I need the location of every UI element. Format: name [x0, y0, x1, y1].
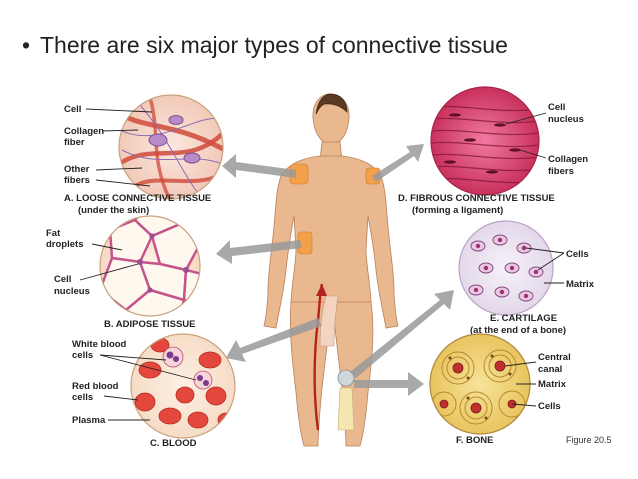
- arrow-to-bone: [354, 372, 424, 396]
- blood-tissue: White blood cells Red blood cells Plasma…: [72, 333, 236, 449]
- arrow-to-blood: [226, 318, 322, 362]
- label-other-fibers-line1: Other: [64, 164, 90, 175]
- fibrous-leader-lines: [505, 112, 547, 159]
- label-red-blood-cells-line1: Red blood: [72, 381, 119, 392]
- arrow-to-loose: [222, 154, 296, 178]
- label-cartilage-matrix: Matrix: [566, 279, 595, 290]
- caption-bone: F. BONE: [456, 435, 493, 446]
- caption-fibrous-line2: (forming a ligament): [412, 205, 503, 216]
- caption-cartilage-line2: (at the end of a bone): [470, 325, 566, 336]
- label-collagen-fiber-line2: fiber: [64, 137, 85, 148]
- cartilage-tissue: Cells Matrix E. CARTILAGE (at the end of…: [458, 220, 595, 336]
- label-fibrous-collagen-line2: fibers: [548, 166, 574, 177]
- caption-blood: C. BLOOD: [150, 438, 197, 449]
- label-white-blood-cells-line2: cells: [72, 350, 93, 361]
- knee-joint: [337, 369, 355, 387]
- caption-fibrous-line1: D. FIBROUS CONNECTIVE TISSUE: [398, 193, 555, 204]
- bullet-dot-icon: •: [22, 32, 31, 58]
- label-cell: Cell: [64, 104, 81, 115]
- bullet-text: There are six major types of connective …: [40, 32, 508, 58]
- tissue-arrows: [216, 144, 454, 396]
- arrow-to-cartilage: [350, 290, 454, 378]
- caption-loose-line1: A. LOOSE CONNECTIVE TISSUE: [64, 193, 211, 204]
- label-fibrous-nucleus-line1: Cell: [548, 102, 565, 113]
- caption-cartilage-line1: E. CARTILAGE: [490, 313, 557, 324]
- bone-tissue: Central canal Matrix Cells F. BONE: [429, 333, 571, 446]
- label-other-fibers-line2: fibers: [64, 175, 90, 186]
- label-bone-cells: Cells: [538, 401, 561, 412]
- label-central-canal-line1: Central: [538, 352, 571, 363]
- adipose-leader-lines: [79, 243, 139, 281]
- figure-reference: Figure 20.5: [566, 435, 612, 445]
- label-red-blood-cells-line2: cells: [72, 392, 93, 403]
- blood-leader-lines: [99, 354, 197, 421]
- label-fibrous-nucleus-line2: nucleus: [548, 114, 584, 125]
- arrow-to-fibrous: [372, 144, 424, 182]
- adipose-tissue: Fat droplets Cell nucleus B. ADIPOSE TIS…: [46, 215, 201, 330]
- loose-connective-tissue: Cell Collagen fiber Other fibers A. LOOS…: [64, 94, 224, 216]
- label-plasma: Plasma: [72, 415, 106, 426]
- loose-leader-lines: [85, 108, 153, 187]
- label-collagen-fiber-line1: Collagen: [64, 126, 104, 137]
- label-central-canal-line2: canal: [538, 364, 562, 375]
- caption-adipose: B. ADIPOSE TISSUE: [104, 319, 196, 330]
- label-adipose-nucleus-line1: Cell: [54, 274, 71, 285]
- caption-loose-line2: (under the skin): [78, 205, 149, 216]
- fibrous-connective-tissue: Cell nucleus Collagen fibers D. FIBROUS …: [398, 86, 588, 216]
- label-white-blood-cells-line1: White blood: [72, 339, 127, 350]
- leg-bone: [337, 387, 355, 431]
- cartilage-leader-lines: [525, 247, 565, 284]
- bone-leader-lines: [504, 361, 537, 407]
- label-cartilage-cells: Cells: [566, 249, 589, 260]
- label-fibrous-collagen-line1: Collagen: [548, 154, 588, 165]
- human-figure: [263, 93, 399, 447]
- label-adipose-nucleus-line2: nucleus: [54, 286, 90, 297]
- label-bone-matrix: Matrix: [538, 379, 567, 390]
- bullet-point: • There are six major types of connective…: [22, 32, 508, 59]
- label-fat-droplets-line2: droplets: [46, 239, 83, 250]
- arrow-to-adipose: [216, 240, 302, 264]
- label-fat-droplets-line1: Fat: [46, 228, 61, 239]
